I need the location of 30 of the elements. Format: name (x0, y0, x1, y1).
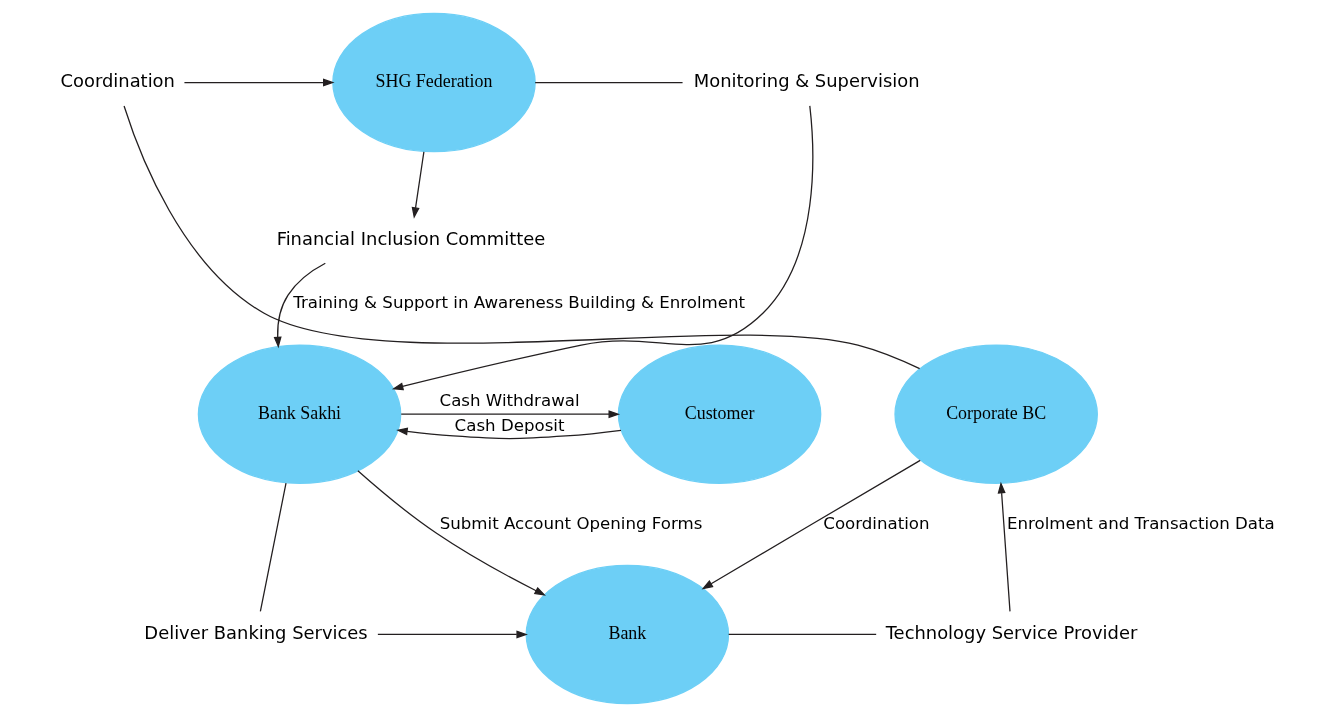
arrow (411, 151, 425, 219)
arrow (395, 427, 622, 440)
connector (122, 105, 920, 370)
edge-label: Submit Account Opening Forms (439, 513, 702, 533)
node-text: Monitoring & Supervision (693, 70, 920, 92)
arrow (391, 105, 813, 391)
connector (259, 482, 287, 612)
edge-label: Cash Withdrawal (439, 390, 580, 410)
arrow (183, 78, 335, 87)
arrow (376, 630, 528, 639)
node-text: Deliver Banking Services (143, 622, 368, 644)
arrow (400, 410, 620, 419)
node-text: Financial Inclusion Committee (276, 227, 545, 249)
node-ellipse: Customer (617, 344, 821, 484)
arrow (356, 470, 546, 596)
node-ellipse: Bank (525, 564, 729, 705)
edge-label: Cash Deposit (454, 416, 564, 436)
connector (534, 81, 683, 84)
edge-label: Training & Support in Awareness Building & Enrolment (292, 293, 745, 313)
edge-label: Coordination (822, 513, 930, 533)
node-ellipse: Corporate BC (893, 344, 1098, 484)
node-ellipse: Bank Sakhi (197, 344, 401, 484)
arrow (701, 459, 921, 590)
node-text: Coordination (59, 70, 175, 92)
node-ellipse: SHG Federation (331, 12, 536, 153)
node-text: Technology Service Provider (885, 622, 1137, 644)
edge-label: Enrolment and Transaction Data (1006, 513, 1275, 533)
connector (727, 633, 877, 636)
arrow (273, 262, 326, 349)
arrow (997, 481, 1011, 612)
